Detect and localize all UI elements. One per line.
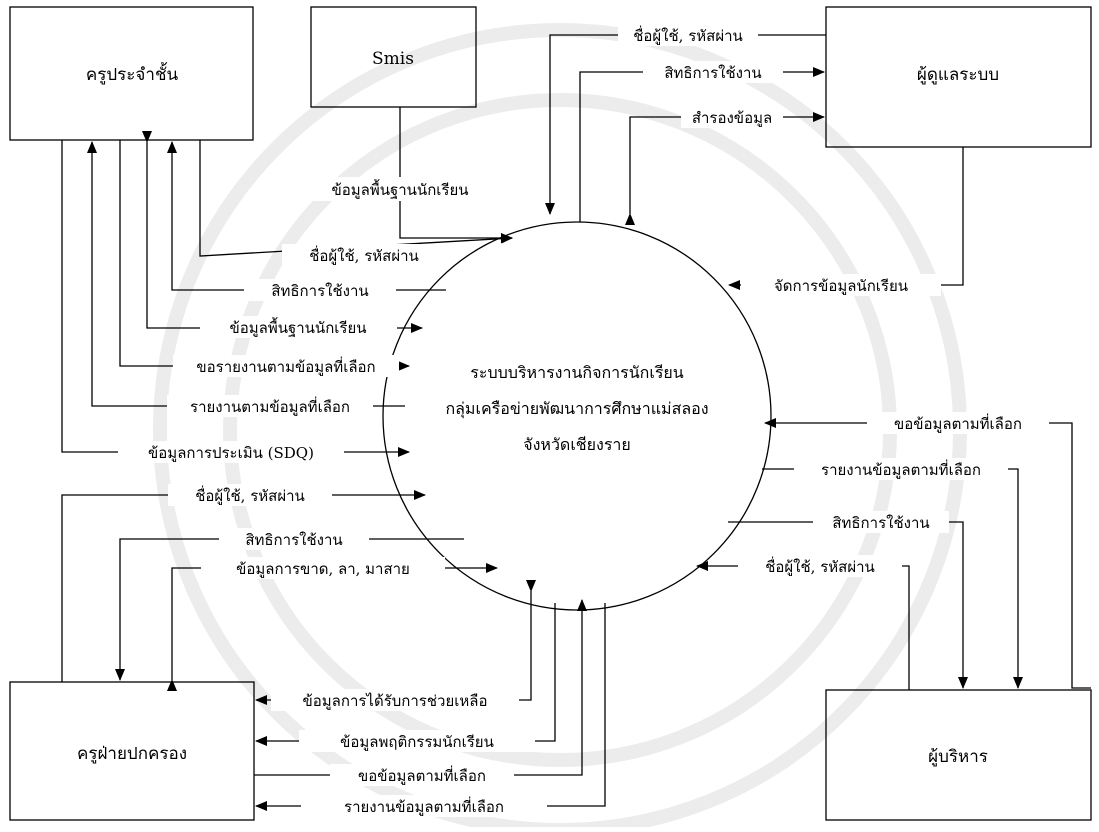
flow-label-dt-absence: ข้อมูลการขาด, ลา, มาสาย <box>236 560 410 578</box>
process-title-line1: ระบบบริหารงานกิจการนักเรียน <box>470 363 684 382</box>
entity-admin-box <box>825 6 1092 148</box>
entity-executive: ผู้บริหาร <box>928 747 988 767</box>
entity-class-teacher: ครูประจำชั้น <box>86 62 179 85</box>
flow-label-dt-rights: สิทธิการใช้งาน <box>245 531 342 549</box>
flow-label-ad-manage: จัดการข้อมูลนักเรียน <box>774 277 908 295</box>
flow-dt-help <box>255 580 536 705</box>
flow-label-ad-backup: สำรองข้อมูล <box>692 109 772 127</box>
entity-smis: Smis <box>372 49 414 69</box>
entity-discipline-teacher-box <box>9 681 255 821</box>
process-title-line2: กลุ่มเครือข่ายพัฒนาการศึกษาแม่สลอง <box>445 399 708 419</box>
flow-label-ad-rights: สิทธิการใช้งาน <box>664 64 761 82</box>
entity-discipline-teacher: ครูฝ่ายปกครอง <box>77 744 187 764</box>
flow-label-ct-sdq: ข้อมูลการประเมิน (SDQ) <box>148 444 314 462</box>
flow-label-ct-login: ชื่อผู้ใช้, รหัสผ่าน <box>309 245 419 265</box>
flow-label-dt-login: ชื่อผู้ใช้, รหัสผ่าน <box>195 485 305 505</box>
flow-label-ct-basic: ข้อมูลพื้นฐานนักเรียน <box>230 317 367 337</box>
flow-label-ex-login: ชื่อผู้ใช้, รหัสผ่าน <box>765 556 875 576</box>
flow-label-dt-req: ขอข้อมูลตามที่เลือก <box>358 765 486 785</box>
flow-label-dt-report: รายงานข้อมูลตามที่เลือก <box>344 796 504 816</box>
entity-class-teacher-box <box>9 6 254 141</box>
flow-label-ex-report: รายงานข้อมูลตามที่เลือก <box>821 459 981 479</box>
flow-ex-rights <box>728 521 968 689</box>
flow-label-ct-report: รายงานตามข้อมูลที่เลือก <box>190 396 350 416</box>
process-title-line3: จังหวัดเชียงราย <box>523 435 631 454</box>
flow-label-ex-req: ขอข้อมูลตามที่เลือก <box>894 413 1022 433</box>
entity-smis-box <box>310 6 477 108</box>
flow-label-ad-login: ชื่อผู้ใช้, รหัสผ่าน <box>633 25 743 45</box>
entity-admin: ผู้ดูแลระบบ <box>917 65 999 85</box>
flow-label-ct-rights: สิทธิการใช้งาน <box>271 282 368 300</box>
flow-label-dt-behavior: ข้อมูลพฤติกรรมนักเรียน <box>340 733 494 751</box>
flow-label-ct-req-report: ขอรายงานตามข้อมูลที่เลือก <box>196 356 375 376</box>
flow-label-smis-basic: ข้อมูลพื้นฐานนักเรียน <box>332 179 469 199</box>
entity-executive-box <box>825 689 1092 821</box>
flow-label-ex-rights: สิทธิการใช้งาน <box>832 514 929 532</box>
flow-label-dt-help: ข้อมูลการได้รับการช่วยเหลือ <box>303 692 488 710</box>
